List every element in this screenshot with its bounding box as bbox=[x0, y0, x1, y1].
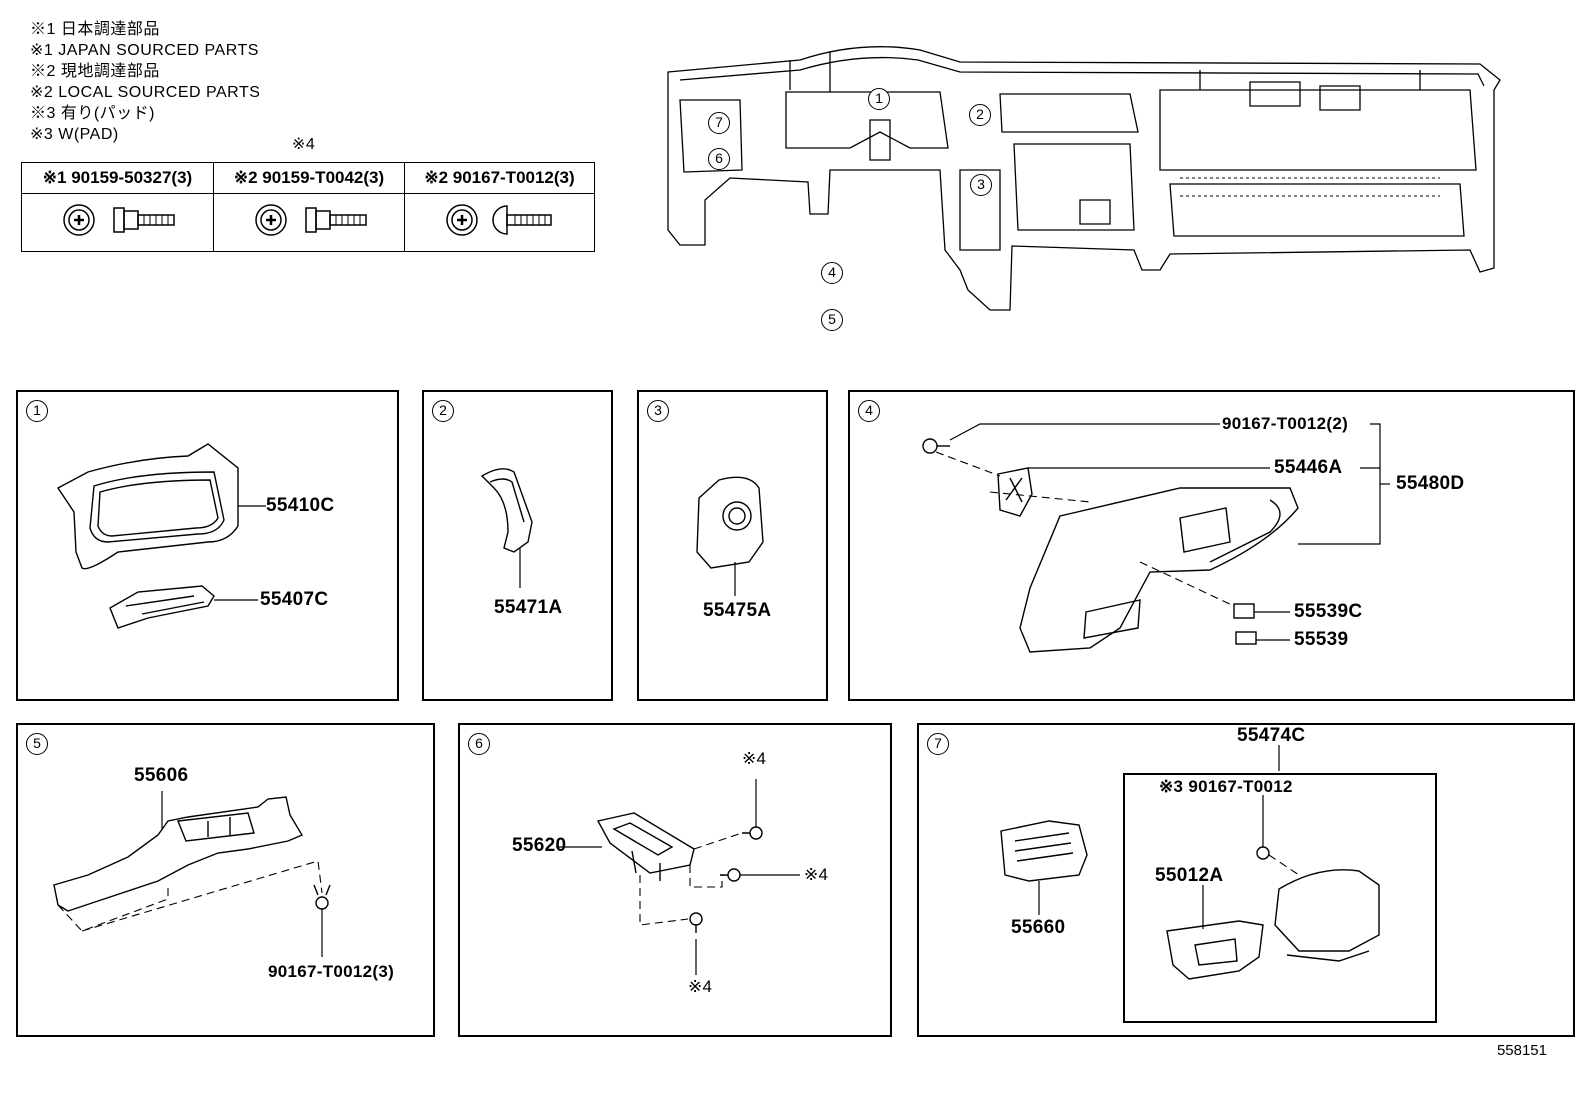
part-55474C: 55474C bbox=[1237, 725, 1306, 746]
bolt-column-1: ※1 90159-50327(3) bbox=[22, 163, 214, 251]
overview-callout-7: 7 bbox=[708, 112, 730, 134]
phillips-head-icon bbox=[446, 204, 552, 236]
bolt-table: ※1 90159-50327(3) ※2 90159-T0042(3) ※2 9… bbox=[21, 162, 595, 252]
panel-6-number: 6 bbox=[468, 733, 490, 755]
part-55471A: 55471A bbox=[494, 597, 563, 618]
overview-callout-4: 4 bbox=[821, 262, 843, 284]
instrument-panel-frame-drawing bbox=[667, 46, 1501, 311]
panel-1-number: 1 bbox=[26, 400, 48, 422]
part-55539: 55539 bbox=[1294, 629, 1349, 650]
panel-5-number: 5 bbox=[26, 733, 48, 755]
bolt-label-1: ※1 90159-50327(3) bbox=[22, 163, 213, 194]
part-55539C: 55539C bbox=[1294, 601, 1363, 622]
overview-callout-2: 2 bbox=[969, 104, 991, 126]
part-90167-T0012-2: 90167-T0012(2) bbox=[1222, 414, 1349, 433]
note-2: ※1 JAPAN SOURCED PARTS bbox=[30, 42, 259, 59]
bolt-table-marker: ※4 bbox=[292, 136, 316, 153]
part-55475A: 55475A bbox=[703, 600, 772, 621]
note-marker-top: ※4 bbox=[742, 749, 767, 768]
under-cover-drawing bbox=[53, 791, 331, 957]
note-marker-bottom: ※4 bbox=[688, 977, 713, 996]
panel-3-number: 3 bbox=[647, 400, 669, 422]
flange-bolt-icon bbox=[63, 204, 175, 236]
overview-callout-3: 3 bbox=[970, 174, 992, 196]
register-assembly-drawing bbox=[1000, 745, 1380, 980]
part-55606: 55606 bbox=[134, 765, 189, 786]
note-3: ※2 現地調達部品 bbox=[30, 63, 160, 80]
bolt-column-3: ※2 90167-T0012(3) bbox=[405, 163, 594, 251]
part-55012A: 55012A bbox=[1155, 865, 1224, 886]
reference-number: 558151 bbox=[1496, 1042, 1547, 1059]
part-55660: 55660 bbox=[1011, 917, 1066, 938]
bolt-label-2: ※2 90159-T0042(3) bbox=[214, 163, 404, 194]
note-6: ※3 W(PAD) bbox=[30, 126, 119, 143]
panel-2-number: 2 bbox=[432, 400, 454, 422]
flange-bolt-icon bbox=[255, 204, 367, 236]
lower-panel-drawing bbox=[922, 423, 1390, 653]
part-55620: 55620 bbox=[512, 835, 567, 856]
panel-3: 3 55475A bbox=[637, 390, 828, 701]
panel-5: 5 55606 90167-T0012(3) bbox=[16, 723, 435, 1037]
panel-1: 1 55410C 55407C bbox=[16, 390, 399, 701]
bolt-column-2: ※2 90159-T0042(3) bbox=[214, 163, 405, 251]
panel-2: 2 55471A bbox=[422, 390, 613, 701]
part-55407C: 55407C bbox=[260, 589, 329, 610]
overview-callout-1: 1 bbox=[868, 88, 890, 110]
part-90167-T0012-3: 90167-T0012(3) bbox=[268, 962, 395, 981]
note-marker-right: ※4 bbox=[804, 865, 829, 884]
panel-7: 7 55474C ※3 90167-T0012 55012A 55660 bbox=[917, 723, 1575, 1037]
panel-4: 4 90167-T0012(2) 554 bbox=[848, 390, 1575, 701]
bolt-label-3: ※2 90167-T0012(3) bbox=[405, 163, 594, 194]
garnish-drawing bbox=[480, 468, 533, 588]
part-90167-T0012-pad: ※3 90167-T0012 bbox=[1159, 777, 1293, 796]
meter-hood-drawing bbox=[56, 443, 266, 629]
note-1: ※1 日本調達部品 bbox=[30, 21, 160, 38]
note-5: ※3 有り(パッド) bbox=[30, 105, 156, 122]
part-55446A: 55446A bbox=[1274, 457, 1343, 478]
switch-base-drawing bbox=[696, 476, 764, 596]
panel-7-number: 7 bbox=[927, 733, 949, 755]
overview-callout-6: 6 bbox=[708, 148, 730, 170]
part-55480D: 55480D bbox=[1396, 473, 1465, 494]
assembly-box bbox=[1123, 773, 1437, 1023]
overview-callout-5: 5 bbox=[821, 309, 843, 331]
panel-4-number: 4 bbox=[858, 400, 880, 422]
bracket-drawing bbox=[556, 779, 800, 975]
note-4: ※2 LOCAL SOURCED PARTS bbox=[30, 84, 261, 101]
panel-6: 6 55620 ※4 ※4 ※4 bbox=[458, 723, 892, 1037]
part-55410C: 55410C bbox=[266, 495, 335, 516]
